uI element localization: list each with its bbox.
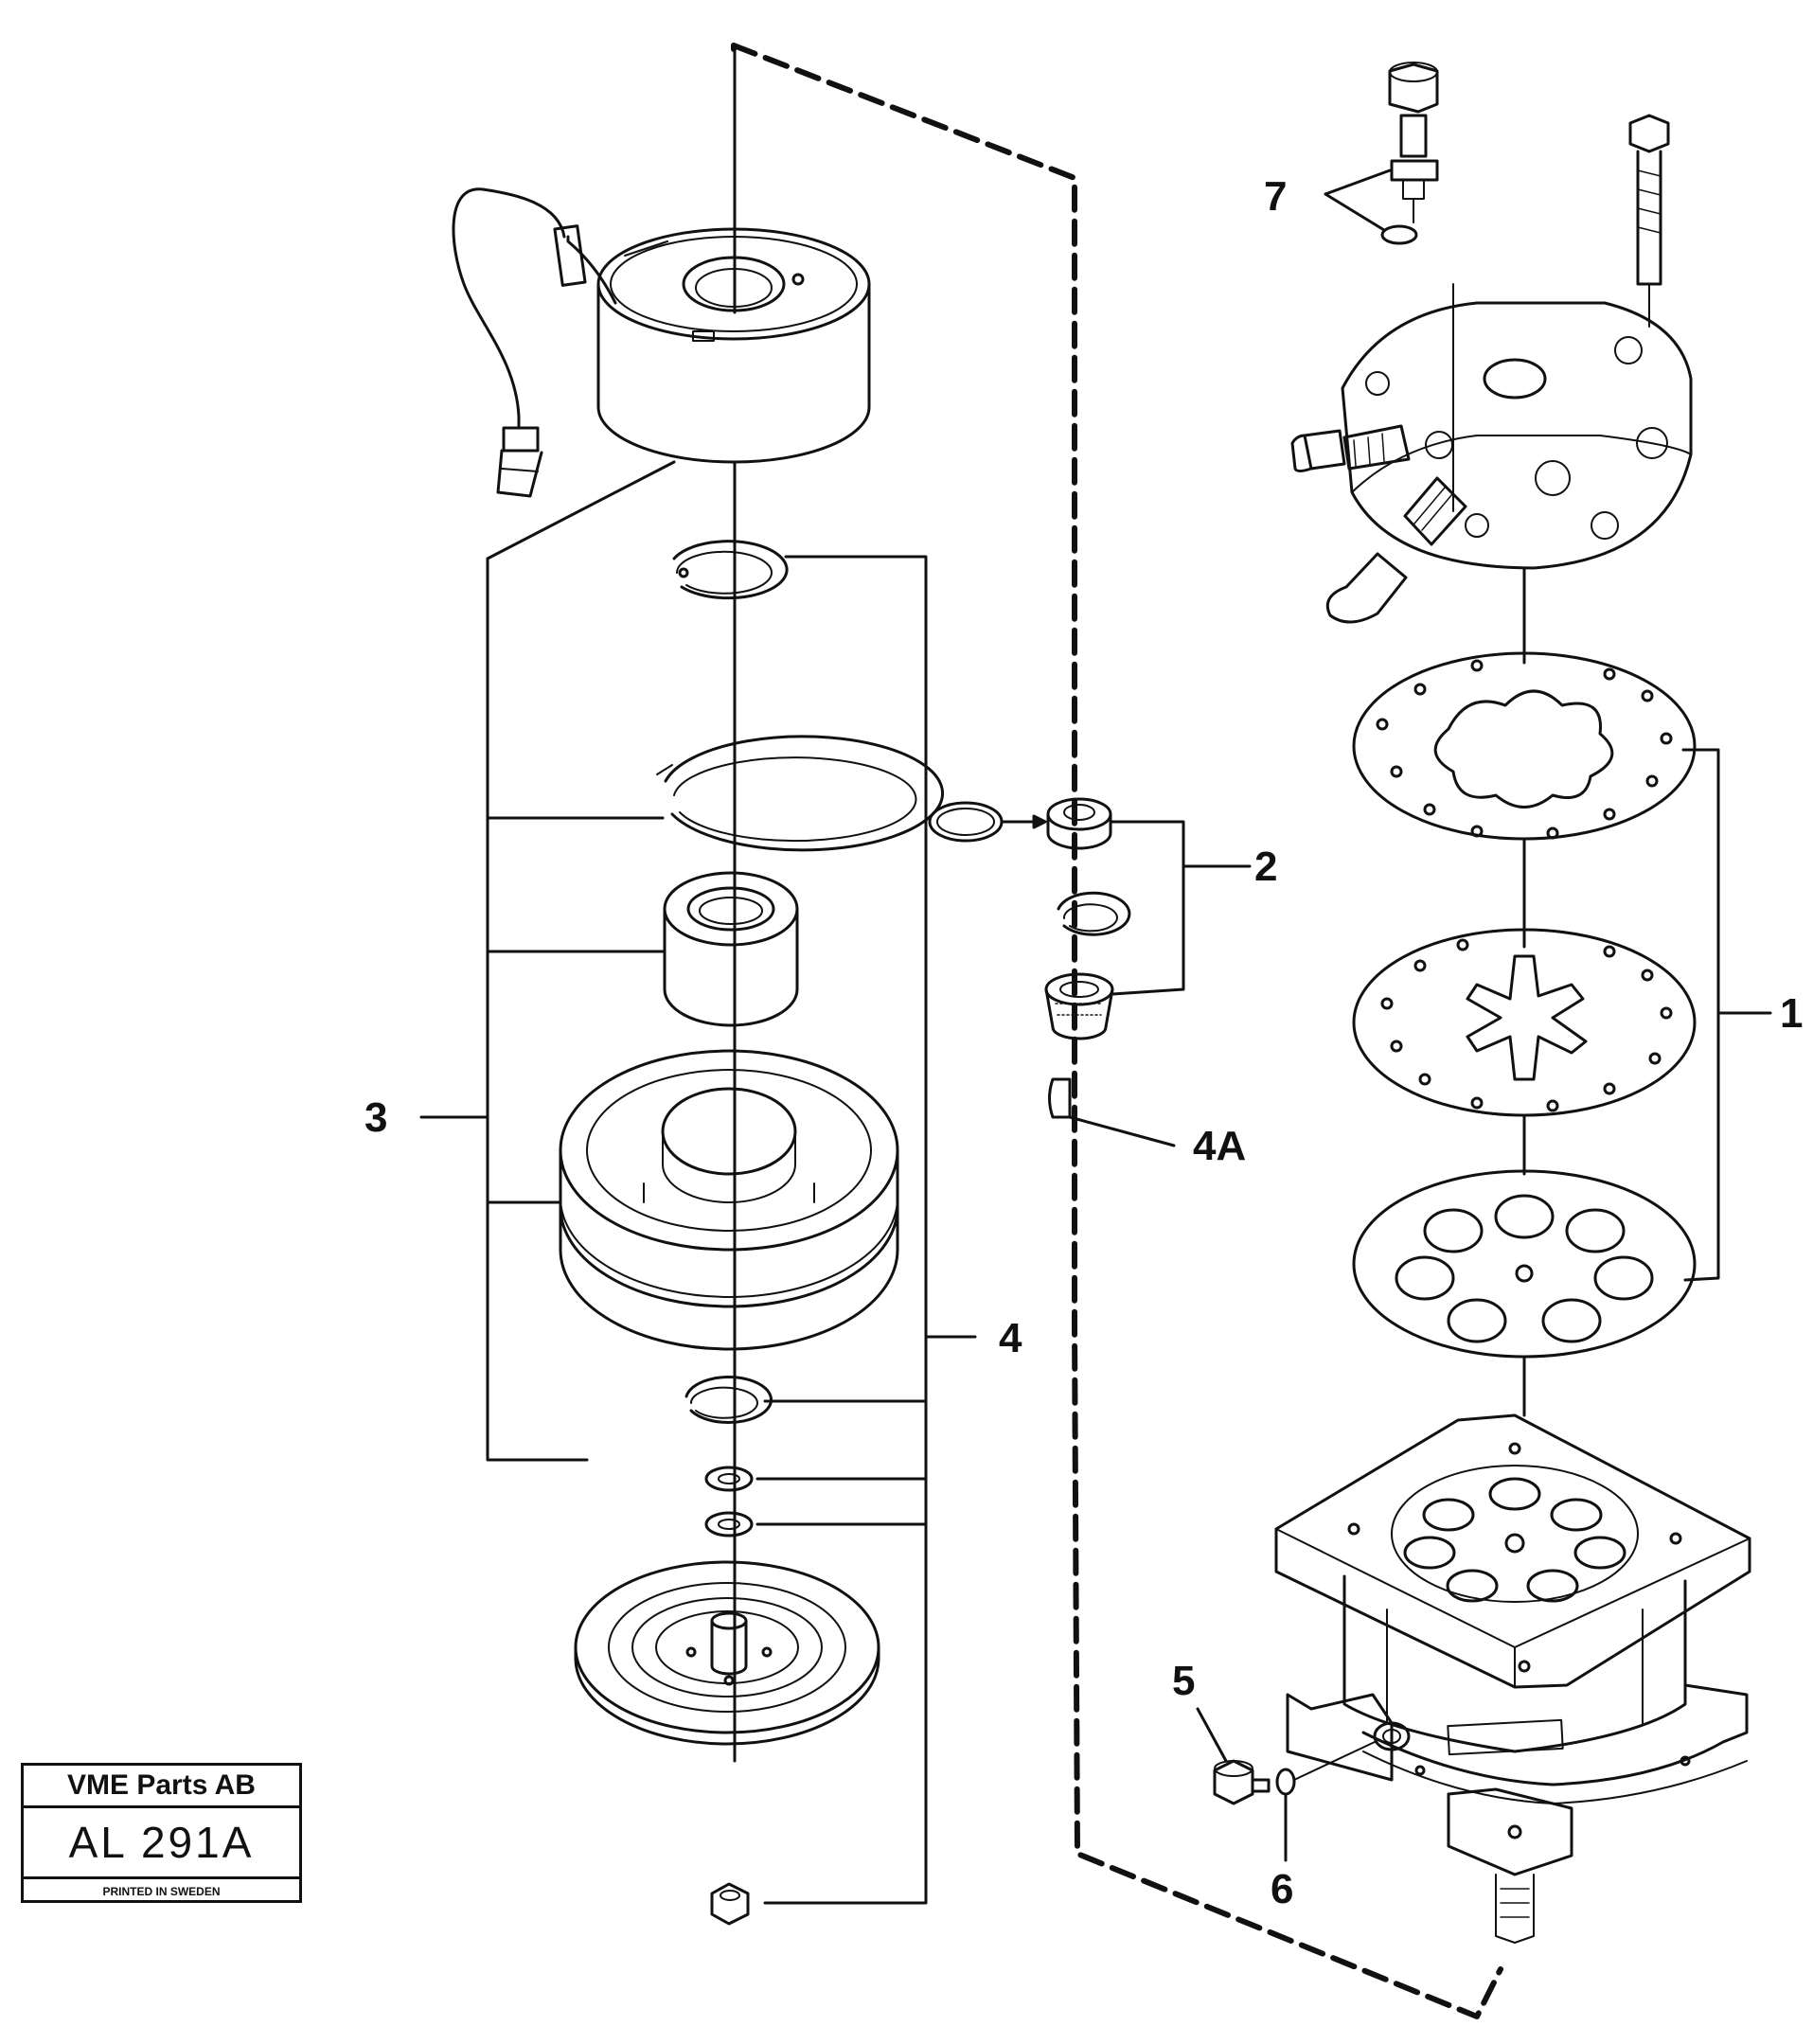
shaft-seal bbox=[1044, 972, 1114, 1040]
callout-3: 3 bbox=[364, 1094, 387, 1141]
callout-5-leader bbox=[1196, 1707, 1228, 1763]
washers bbox=[704, 1466, 754, 1537]
callout-5: 5 bbox=[1172, 1658, 1195, 1704]
bracket-2 bbox=[1109, 820, 1185, 996]
callout-2: 2 bbox=[1254, 844, 1277, 890]
cylinder-head bbox=[1341, 283, 1693, 665]
snap-ring-top bbox=[672, 540, 789, 600]
compressor-body bbox=[1274, 1413, 1751, 1944]
valve-plate bbox=[1352, 928, 1697, 1176]
seal-circlip bbox=[1057, 891, 1131, 936]
valve-cap bbox=[1388, 62, 1439, 114]
valve-gasket bbox=[1380, 224, 1418, 245]
callout-4a: 4A bbox=[1193, 1123, 1246, 1169]
callout-7: 7 bbox=[1264, 173, 1287, 220]
reed-plate bbox=[1352, 1169, 1697, 1417]
stamp-company: VME Parts AB bbox=[24, 1766, 299, 1808]
clutch-coil bbox=[596, 227, 871, 464]
nut bbox=[710, 1882, 750, 1926]
dashed-assembly-line bbox=[731, 43, 1503, 2019]
stamp-printed: PRINTED IN SWEDEN bbox=[102, 1885, 221, 1898]
pulley bbox=[559, 1049, 899, 1351]
bracket-4 bbox=[763, 555, 928, 1905]
port-fitting-lower bbox=[1325, 476, 1467, 624]
plug-washer bbox=[1275, 1768, 1296, 1796]
callout-6: 6 bbox=[1271, 1866, 1293, 1912]
callout-1: 1 bbox=[1780, 990, 1803, 1037]
bracket-3 bbox=[486, 460, 676, 1462]
bearing bbox=[663, 871, 799, 1027]
port-fitting-upper bbox=[1290, 424, 1411, 472]
title-stamp: VME Parts AB AL 291A PRINTED IN SWEDEN bbox=[21, 1763, 302, 1903]
coil-wire-connector bbox=[452, 187, 617, 498]
clutch-plate bbox=[574, 1560, 880, 1746]
o-ring bbox=[928, 801, 1047, 843]
callout-4: 4 bbox=[999, 1315, 1022, 1361]
circlip-small bbox=[684, 1376, 773, 1425]
seal-seat bbox=[1046, 797, 1112, 850]
drain-plug bbox=[1213, 1759, 1271, 1805]
gasket-plate bbox=[1352, 651, 1697, 949]
callout-7-leader bbox=[1324, 169, 1392, 232]
key-4a bbox=[1048, 1077, 1072, 1119]
bolt bbox=[1628, 114, 1670, 328]
stamp-code: AL 291A bbox=[24, 1808, 299, 1879]
circlip-large bbox=[656, 735, 945, 852]
service-valve bbox=[1390, 114, 1439, 223]
bracket-1 bbox=[1681, 748, 1720, 1282]
callout-4a-leader bbox=[1068, 1115, 1176, 1147]
